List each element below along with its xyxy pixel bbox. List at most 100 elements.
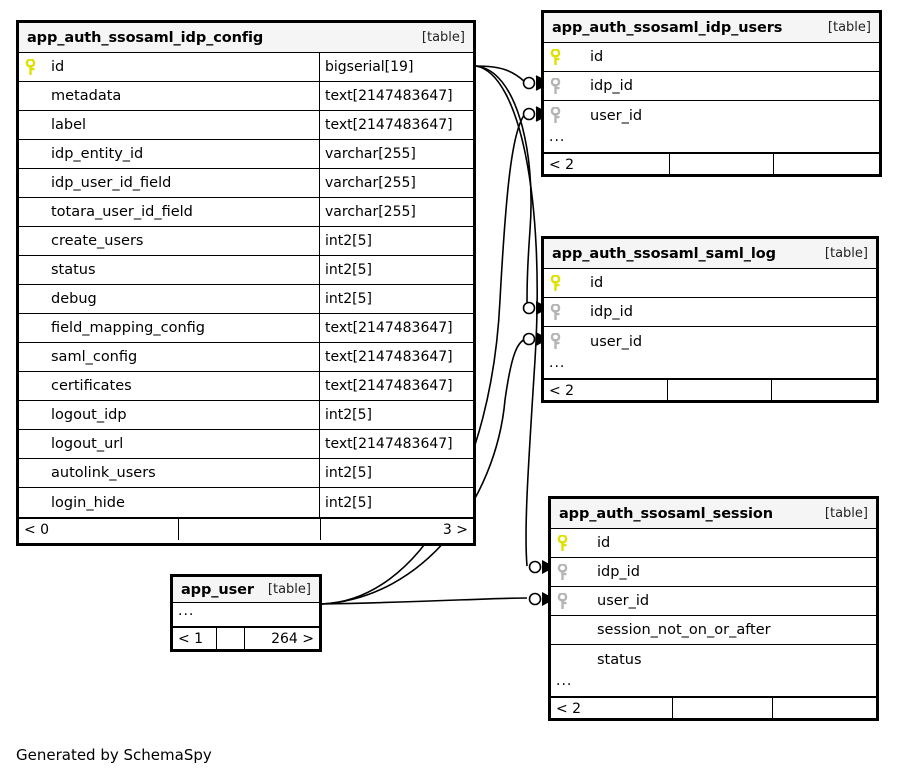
table-title: app_auth_ssosaml_idp_config: [27, 29, 264, 46]
footer-right[interactable]: [773, 698, 876, 720]
edge-idpconfig-to-idpusers-idpid: [475, 65, 526, 83]
table-header: app_auth_ssosaml_idp_config [table]: [19, 23, 473, 53]
column-name: user_id: [597, 593, 650, 609]
more-columns-indicator: ...: [544, 129, 879, 153]
footer-left[interactable]: < 2: [544, 154, 670, 176]
more-columns-indicator: ...: [173, 603, 319, 627]
column-list: id idp_id user_id: [551, 529, 876, 674]
table-app_user[interactable]: app_user [table] ... < 1 264 >: [170, 574, 322, 652]
footer-middle: [668, 380, 772, 402]
footer-middle: [217, 628, 245, 650]
table-row[interactable]: logout_idp int2[5]: [19, 401, 473, 430]
table-row[interactable]: create_users int2[5]: [19, 227, 473, 256]
column-name: status: [51, 262, 96, 278]
footer-right[interactable]: [772, 380, 876, 402]
table-header: app_auth_ssosaml_idp_users [table]: [544, 13, 879, 43]
table-title: app_auth_ssosaml_session: [559, 505, 773, 522]
table-row[interactable]: idp_id: [544, 72, 879, 101]
column-name: label: [51, 117, 87, 133]
table-row[interactable]: idp_id: [551, 558, 876, 587]
column-name: session_not_on_or_after: [597, 622, 771, 638]
footer-right[interactable]: 3 >: [442, 521, 468, 538]
edge-idpconfig-to-session-idpid: [475, 65, 538, 567]
column-name-cell: debug: [19, 285, 319, 313]
table-row[interactable]: idp_entity_id varchar[255]: [19, 140, 473, 169]
footer-left[interactable]: < 2: [551, 698, 673, 720]
column-name: certificates: [51, 378, 132, 394]
edge-idpconfig-to-samllog-idpid: [475, 65, 532, 308]
more-columns-indicator: ...: [544, 355, 876, 379]
footer-left[interactable]: < 0: [19, 519, 179, 540]
column-type: text[2147483647]: [319, 430, 473, 458]
footer-left[interactable]: < 1: [173, 628, 217, 650]
column-type: varchar[255]: [319, 169, 473, 197]
column-name-cell: autolink_users: [19, 459, 319, 487]
column-name-cell: status: [551, 645, 876, 674]
table-header: app_user [table]: [173, 577, 319, 603]
column-name: metadata: [51, 88, 122, 104]
column-type: varchar[255]: [319, 198, 473, 226]
table-row[interactable]: debug int2[5]: [19, 285, 473, 314]
table-row[interactable]: label text[2147483647]: [19, 111, 473, 140]
column-name-cell: idp_user_id_field: [19, 169, 319, 197]
column-name: idp_id: [590, 304, 633, 320]
column-name: idp_user_id_field: [51, 175, 172, 191]
table-row[interactable]: autolink_users int2[5]: [19, 459, 473, 488]
table-row[interactable]: field_mapping_config text[2147483647]: [19, 314, 473, 343]
table-title: app_auth_ssosaml_idp_users: [552, 19, 783, 36]
table-row[interactable]: certificates text[2147483647]: [19, 372, 473, 401]
table-kind-label: [table]: [824, 246, 868, 261]
table-footer: < 2: [551, 697, 876, 720]
footer-right[interactable]: [774, 154, 879, 176]
column-name-cell: session_not_on_or_after: [551, 616, 876, 644]
table-row[interactable]: idp_id: [544, 298, 876, 327]
column-name-cell: id: [19, 53, 319, 81]
footer-left[interactable]: < 2: [544, 380, 668, 402]
column-type: int2[5]: [319, 459, 473, 487]
column-name: status: [597, 651, 642, 668]
table-row[interactable]: logout_url text[2147483647]: [19, 430, 473, 459]
table-row[interactable]: user_id: [544, 101, 879, 130]
column-type: text[2147483647]: [319, 111, 473, 139]
table-row[interactable]: id: [551, 529, 876, 558]
column-name: id: [590, 275, 604, 291]
table-app_auth_ssosaml_idp_users[interactable]: app_auth_ssosaml_idp_users [table] id id…: [541, 10, 882, 177]
table-footer: < 1 264 >: [173, 627, 319, 650]
table-row[interactable]: status int2[5]: [19, 256, 473, 285]
table-row[interactable]: id: [544, 43, 879, 72]
table-row[interactable]: status: [551, 645, 876, 674]
table-row[interactable]: user_id: [544, 327, 876, 356]
table-app_auth_ssosaml_saml_log[interactable]: app_auth_ssosaml_saml_log [table] id idp…: [541, 236, 879, 403]
table-row[interactable]: session_not_on_or_after: [551, 616, 876, 645]
table-row[interactable]: saml_config text[2147483647]: [19, 343, 473, 372]
column-name: create_users: [51, 233, 144, 249]
column-name-cell: id: [551, 529, 876, 557]
table-kind-label: [table]: [267, 582, 311, 597]
table-app_auth_ssosaml_idp_config[interactable]: app_auth_ssosaml_idp_config [table] id b…: [16, 20, 476, 546]
table-row[interactable]: totara_user_id_field varchar[255]: [19, 198, 473, 227]
table-row[interactable]: id bigserial[19]: [19, 53, 473, 82]
column-name: debug: [51, 291, 97, 307]
column-name: login_hide: [51, 494, 125, 511]
column-name-cell: user_id: [544, 101, 879, 130]
table-row[interactable]: id: [544, 269, 876, 298]
column-type: int2[5]: [319, 488, 473, 517]
column-name: user_id: [590, 333, 643, 350]
table-row[interactable]: login_hide int2[5]: [19, 488, 473, 517]
key-icon-foreign: [550, 333, 572, 350]
edge-appuser-to-session-userid: [321, 597, 528, 605]
footer-right[interactable]: 264 >: [271, 631, 314, 647]
column-type: varchar[255]: [319, 140, 473, 168]
table-row[interactable]: user_id: [551, 587, 876, 616]
column-name-cell: login_hide: [19, 488, 319, 517]
column-name-cell: field_mapping_config: [19, 314, 319, 342]
table-app_auth_ssosaml_session[interactable]: app_auth_ssosaml_session [table] id idp_…: [548, 496, 879, 721]
column-name-cell: metadata: [19, 82, 319, 110]
column-type: int2[5]: [319, 285, 473, 313]
key-icon-foreign: [557, 592, 579, 610]
table-kind-label: [table]: [421, 30, 465, 45]
table-row[interactable]: idp_user_id_field varchar[255]: [19, 169, 473, 198]
table-row[interactable]: metadata text[2147483647]: [19, 82, 473, 111]
column-name: idp_id: [597, 564, 640, 580]
